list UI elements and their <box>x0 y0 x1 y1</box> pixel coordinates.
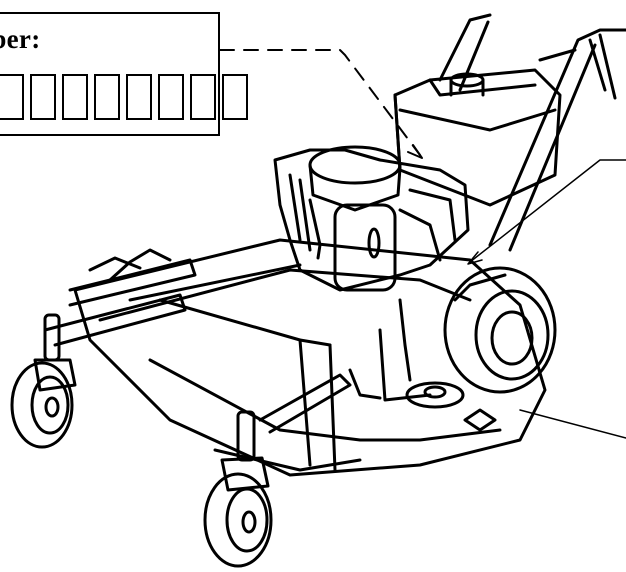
serial-digit-box <box>0 74 24 120</box>
mower-handle <box>438 13 626 252</box>
serial-digit-box <box>190 74 216 120</box>
leader-line-upper-arrow <box>467 251 483 265</box>
serial-digit-row <box>0 74 248 120</box>
serial-digit-box <box>62 74 88 120</box>
serial-number-label: nber: <box>0 24 41 54</box>
serial-digit-box <box>126 74 152 120</box>
rear-wheel <box>443 266 557 394</box>
leader-line-lower <box>519 409 626 439</box>
serial-digit-box <box>158 74 184 120</box>
front-caster-left <box>10 313 77 449</box>
caster-arms <box>43 248 352 434</box>
serial-digit-box <box>94 74 120 120</box>
serial-leader-line <box>219 49 421 156</box>
front-caster-right <box>203 410 273 568</box>
serial-number-plate: nber: <box>0 12 248 136</box>
leader-line-upper <box>469 159 626 263</box>
serial-leader-arrow <box>407 144 423 159</box>
serial-digit-box <box>222 74 248 120</box>
mower-deck <box>73 238 547 477</box>
engine <box>273 145 470 292</box>
fuel-tank <box>393 68 562 207</box>
serial-digit-box <box>30 74 56 120</box>
